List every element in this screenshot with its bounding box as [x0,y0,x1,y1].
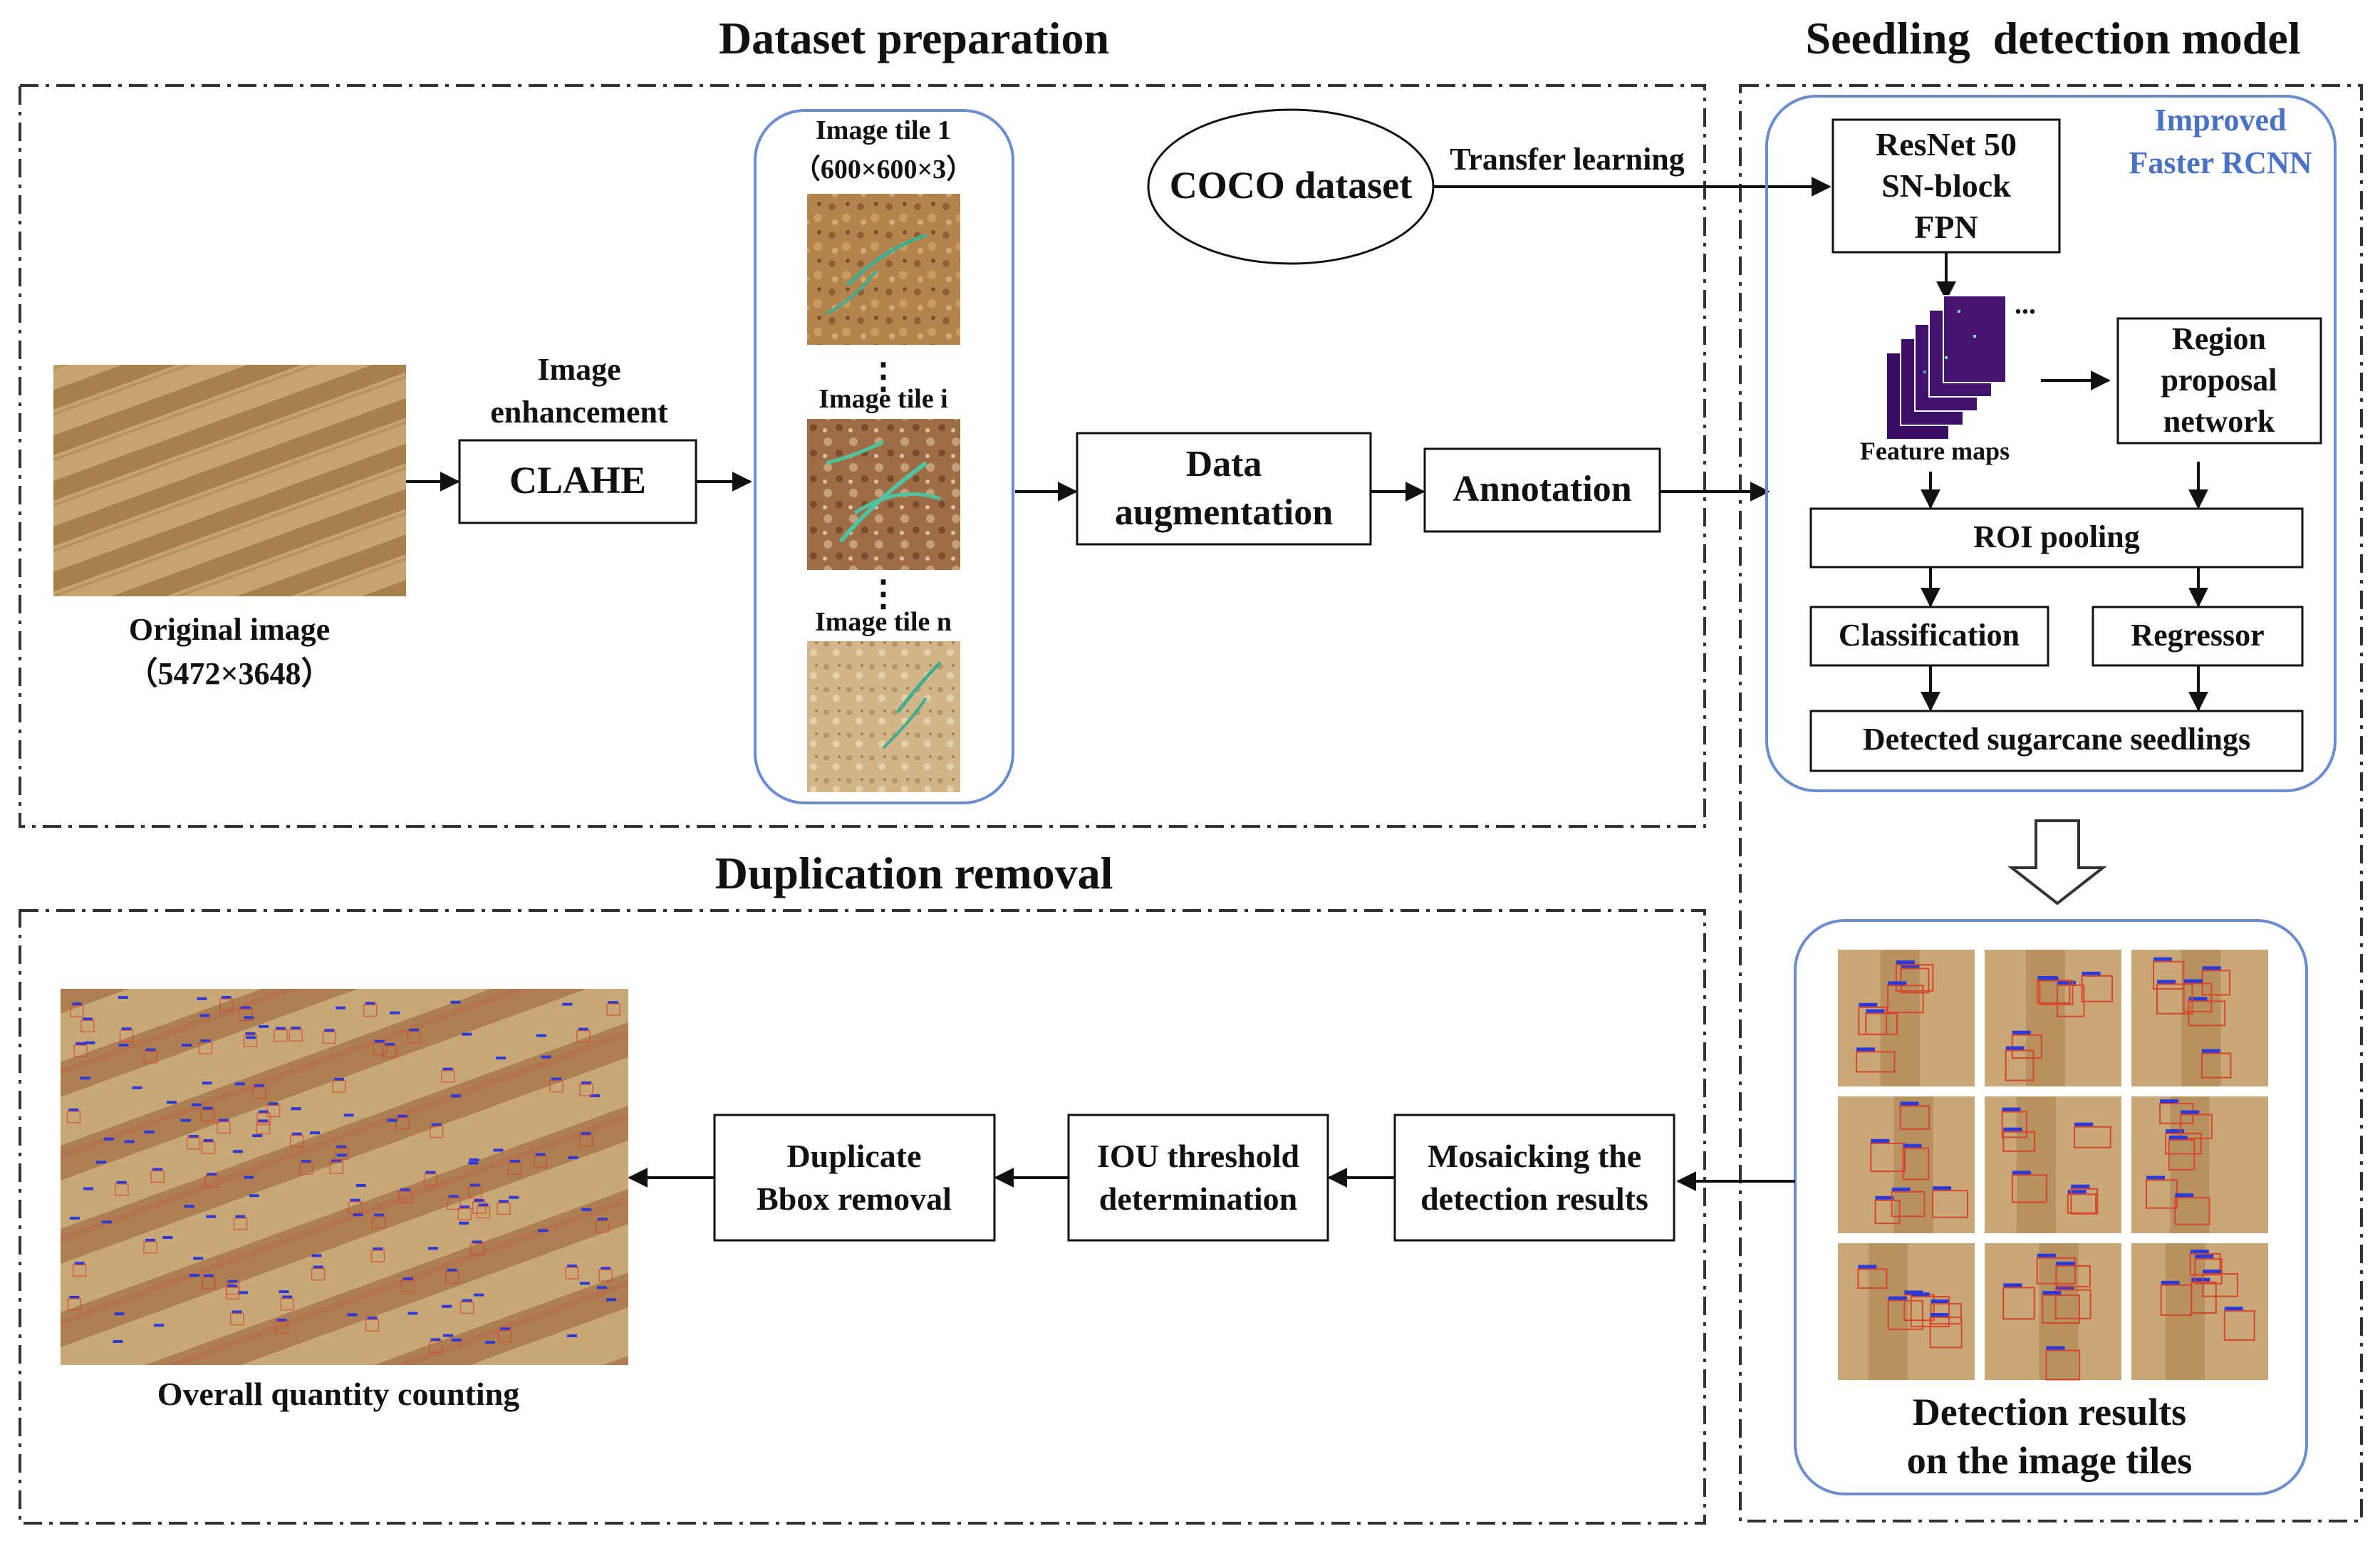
backbone-snblock: SN-block [1881,167,2011,204]
tile1-image [807,194,960,345]
enhancement-label-1: Image [537,352,620,387]
original-image-size: （5472×3648） [126,656,332,691]
final-counted-image [61,989,628,1365]
rpn-box [2116,317,2322,445]
backbone-box [1831,118,2061,254]
final-bbox-overlay [66,996,620,1354]
iou-box [1067,1114,1329,1242]
tile1-size: （600×600×3） [794,155,973,185]
tile1-label: Image tile 1 [816,115,951,145]
rpn-label-3: network [2163,404,2275,439]
classification-label: Classification [1839,618,2020,653]
backbone-resnet: ResNet 50 [1876,126,2017,162]
roi-pooling-box [1809,507,2304,569]
duplicate-removal-box [713,1114,996,1242]
clahe-box [458,439,697,524]
data-augmentation-box [1076,432,1372,546]
section-title-duplication: Duplication removal [715,848,1113,898]
duplicate-removal-label-2: Bbox removal [757,1181,952,1217]
tilei-label: Image tile i [819,384,948,414]
iou-label-1: IOU threshold [1097,1138,1300,1174]
tilen-label: Image tile n [815,607,952,637]
detected-seedlings-box [1809,710,2304,772]
faster-rcnn-label: Faster RCNN [2129,145,2312,180]
feature-maps-stack [1886,295,2007,440]
original-field-image [53,365,406,596]
rpn-label-1: Region [2172,321,2266,356]
tile-ellipsis-1: ⋮ [866,356,901,396]
detected-seedlings-label: Detected sugarcane seedlings [1863,722,2250,757]
transfer-learning-label: Transfer learning [1450,142,1685,177]
data-augmentation-label-1: Data [1186,444,1262,484]
original-image-label: Original image [129,612,330,647]
roi-pooling-label: ROI pooling [1973,519,2140,554]
seedling-model-frame [1739,84,2363,1522]
faster-rcnn-container [1765,95,2337,792]
dataset-preparation-frame [19,84,1706,828]
annotation-label: Annotation [1453,469,1631,509]
section-title-dataset: Dataset preparation [719,13,1109,63]
detection-results-grid [1838,950,2268,1381]
mosaicking-label-2: detection results [1420,1181,1648,1217]
image-tiles-container [754,109,1014,804]
feature-maps-label: Feature maps [1860,437,2010,465]
enhancement-label-2: enhancement [490,395,668,430]
detection-results-label-1: Detection results [1913,1391,2186,1433]
rpn-label-2: proposal [2161,363,2277,398]
annotation-box [1423,447,1661,533]
feature-maps-ellipsis: ... [2015,288,2036,320]
coco-dataset-label: COCO dataset [1170,164,1412,207]
data-augmentation-label-2: augmentation [1115,492,1333,533]
mosaicking-label-1: Mosaicking the [1428,1138,1641,1174]
detection-results-label-2: on the image tiles [1907,1439,2192,1482]
backbone-fpn: FPN [1914,209,1978,245]
mosaicking-box [1393,1114,1675,1242]
overall-counting-label: Overall quantity counting [157,1376,520,1412]
detection-results-container [1794,919,2308,1495]
duplicate-removal-label-1: Duplicate [786,1138,921,1174]
section-title-model: Seedling detection model [1805,13,2300,63]
regressor-label: Regressor [2131,618,2264,653]
duplication-removal-frame [19,909,1706,1525]
clahe-label: CLAHE [509,459,646,502]
hollow-down-arrow-icon [2007,819,2107,906]
classification-box [1809,606,2049,667]
iou-label-2: determination [1099,1181,1298,1217]
improved-label: Improved [2155,103,2287,138]
tile-ellipsis-2: ⋮ [866,574,901,613]
